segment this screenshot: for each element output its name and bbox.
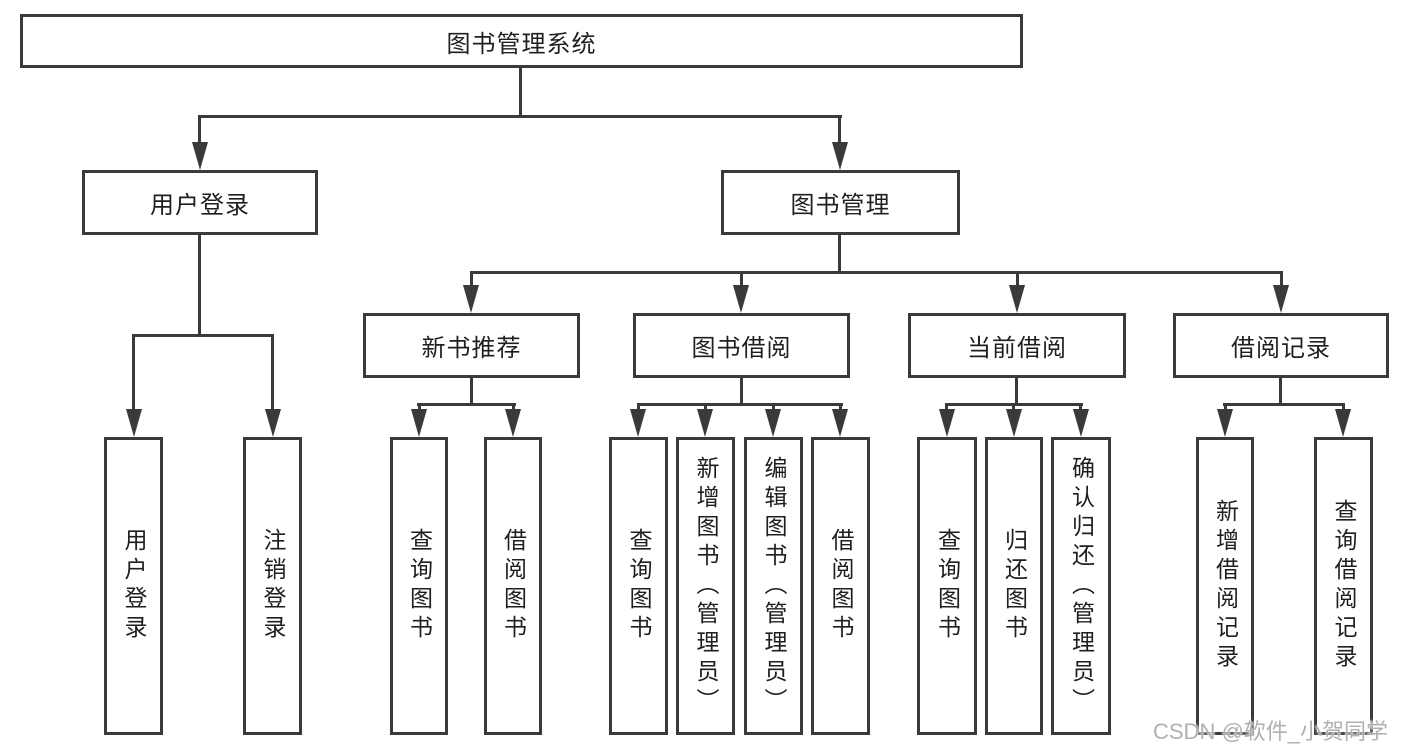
connector-line	[839, 403, 842, 413]
arrowhead-down	[630, 409, 646, 437]
arrowhead-down	[832, 142, 848, 170]
connector-line	[132, 334, 274, 337]
leaf-current-query-book: 查询图书	[917, 437, 977, 735]
leaf-logout: 注销登录	[243, 437, 302, 735]
leaf-label: 新增图书（管理员）	[693, 455, 719, 717]
node-borrow-records: 借阅记录	[1173, 313, 1389, 378]
connector-line	[198, 235, 201, 337]
leaf-label: 归还图书	[1001, 528, 1028, 644]
node-user-login: 用户登录	[82, 170, 318, 235]
connector-line	[271, 334, 274, 410]
leaf-borrow-query-book: 查询图书	[609, 437, 668, 735]
connector-line	[740, 378, 743, 406]
leaf-confirm-return-admin: 确认归还（管理员）	[1051, 437, 1111, 735]
arrowhead-down	[1073, 409, 1089, 437]
arrowhead-down	[1217, 409, 1233, 437]
leaf-query-borrow-record: 查询借阅记录	[1314, 437, 1373, 735]
arrowhead-down	[265, 409, 281, 437]
connector-line	[1015, 378, 1018, 406]
arrowhead-down	[1009, 285, 1025, 313]
connector-line	[198, 115, 201, 143]
connector-line	[418, 403, 421, 413]
connector-line	[470, 271, 1282, 274]
arrowhead-down	[832, 409, 848, 437]
arrowhead-down	[192, 142, 208, 170]
connector-line	[945, 403, 948, 413]
connector-line	[470, 271, 473, 287]
arrowhead-down	[1273, 285, 1289, 313]
connector-line	[1016, 271, 1019, 287]
arrowhead-down	[765, 409, 781, 437]
connector-line	[838, 235, 841, 274]
arrowhead-down	[1006, 409, 1022, 437]
connector-line	[417, 403, 516, 406]
leaf-label: 借阅图书	[500, 528, 527, 644]
leaf-recommend-query-book: 查询图书	[390, 437, 448, 735]
leaf-label: 确认归还（管理员）	[1068, 455, 1095, 717]
leaf-user-login: 用户登录	[104, 437, 163, 735]
leaf-label: 注销登录	[260, 528, 286, 644]
arrowhead-down	[505, 409, 521, 437]
connector-line	[1280, 271, 1283, 287]
arrowhead-down	[411, 409, 427, 437]
leaf-label: 查询借阅记录	[1331, 499, 1357, 673]
arrowhead-down	[126, 409, 142, 437]
leaf-return-book: 归还图书	[985, 437, 1043, 735]
connector-line	[519, 68, 522, 118]
node-new-book-recommend: 新书推荐	[363, 313, 580, 378]
leaf-label: 查询图书	[934, 528, 961, 644]
leaf-recommend-borrow-book: 借阅图书	[484, 437, 542, 735]
connector-line	[740, 271, 743, 287]
leaf-label: 新增借阅记录	[1212, 499, 1239, 673]
leaf-label: 借阅图书	[828, 528, 854, 644]
connector-line	[772, 403, 775, 413]
connector-line	[1012, 403, 1015, 413]
connector-line	[637, 403, 640, 413]
node-book-management: 图书管理	[721, 170, 960, 235]
connector-line	[1223, 403, 1345, 406]
arrowhead-down	[1335, 409, 1351, 437]
connector-line	[512, 403, 515, 413]
connector-line	[838, 115, 841, 143]
arrowhead-down	[939, 409, 955, 437]
arrowhead-down	[463, 285, 479, 313]
connector-line	[637, 403, 843, 406]
leaf-add-borrow-record: 新增借阅记录	[1196, 437, 1254, 735]
leaf-label: 查询图书	[626, 528, 652, 644]
connector-line	[1279, 378, 1282, 406]
node-book-borrow: 图书借阅	[633, 313, 850, 378]
arrowhead-down	[733, 285, 749, 313]
connector-line	[704, 403, 707, 413]
leaf-label: 用户登录	[121, 528, 147, 644]
arrowhead-down	[697, 409, 713, 437]
connector-line	[198, 115, 842, 118]
connector-line	[132, 334, 135, 410]
connector-line	[1079, 403, 1082, 413]
leaf-borrow-book: 借阅图书	[811, 437, 870, 735]
node-root: 图书管理系统	[20, 14, 1023, 68]
leaf-label: 查询图书	[406, 528, 433, 644]
connector-line	[1224, 403, 1227, 413]
leaf-edit-book-admin: 编辑图书（管理员）	[744, 437, 803, 735]
connector-line	[1342, 403, 1345, 413]
leaf-label: 编辑图书（管理员）	[761, 455, 787, 717]
leaf-add-book-admin: 新增图书（管理员）	[676, 437, 735, 735]
watermark: CSDN @软件_小贺同学	[1153, 719, 1389, 744]
connector-line	[470, 378, 473, 406]
node-current-borrow: 当前借阅	[908, 313, 1126, 378]
